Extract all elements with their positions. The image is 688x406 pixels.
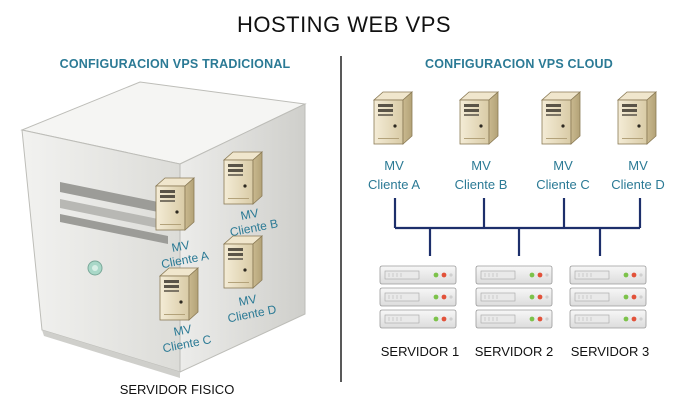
server-3-label: SERVIDOR 3 — [571, 344, 650, 359]
rack-server-2: SERVIDOR 2 — [475, 265, 554, 359]
rack-server-3: SERVIDOR 3 — [569, 265, 650, 359]
cloud-vm-c: MV Cliente C — [536, 91, 590, 192]
rack-server-icon — [475, 265, 553, 329]
tower-server-icon — [223, 151, 263, 205]
tower-server-icon — [459, 91, 499, 145]
left-vm-d-line1: MV — [237, 292, 257, 309]
cloud-vm-a: MV Cliente A — [368, 91, 420, 192]
server-2-label: SERVIDOR 2 — [475, 344, 554, 359]
cloud-vm-c-line1: MV — [553, 158, 573, 173]
cloud-vm-b: MV Cliente B — [455, 91, 508, 192]
cloud-vm-c-line2: Cliente C — [536, 177, 589, 192]
cloud-vm-b-line1: MV — [471, 158, 491, 173]
rack-server-1: SERVIDOR 1 — [379, 265, 460, 359]
tower-server-icon — [159, 267, 199, 321]
left-vm-c-line1: MV — [172, 322, 192, 339]
heading-cloud: CONFIGURACION VPS CLOUD — [425, 57, 613, 71]
cloud-vm-b-line2: Cliente B — [455, 177, 508, 192]
cloud-vm-a-line1: MV — [384, 158, 404, 173]
heading-traditional: CONFIGURACION VPS TRADICIONAL — [60, 57, 291, 71]
page-title: HOSTING WEB VPS — [237, 12, 451, 37]
cloud-vm-d-line1: MV — [628, 158, 648, 173]
rack-server-icon — [569, 265, 647, 329]
tower-server-icon — [155, 177, 195, 231]
physical-server-label: SERVIDOR FISICO — [120, 382, 235, 397]
tower-server-icon — [541, 91, 581, 145]
left-vm-b-line1: MV — [239, 206, 259, 223]
left-vm-a-line1: MV — [170, 238, 190, 255]
cloud-vm-d-line2: Cliente D — [611, 177, 664, 192]
network-connector — [393, 198, 642, 256]
server-1-label: SERVIDOR 1 — [381, 344, 460, 359]
tower-server-icon — [223, 235, 263, 289]
rack-server-icon — [379, 265, 457, 329]
tower-server-icon — [617, 91, 657, 145]
cloud-vm-d: MV Cliente D — [611, 91, 665, 192]
tower-server-icon — [373, 91, 413, 145]
cloud-vm-a-line2: Cliente A — [368, 177, 420, 192]
